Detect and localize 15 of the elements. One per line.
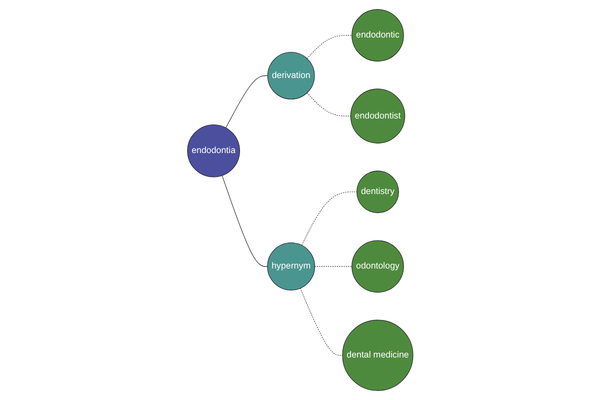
connector [314,266,352,267]
node-circle: endodontic [351,9,404,62]
node-circle: dental medicine [342,320,414,391]
node-circle: endodontia [186,124,240,178]
node-circle: derivation [267,52,315,100]
node-circle: odontology [351,240,404,293]
connector [306,35,352,59]
node-circle: hypernym [266,242,315,290]
connector [301,192,357,246]
connector [222,175,268,267]
connector [225,75,268,128]
connector [306,92,351,116]
node-circle: endodontist [350,88,405,144]
node-circle: dentistry [356,170,399,214]
connector [300,288,343,356]
